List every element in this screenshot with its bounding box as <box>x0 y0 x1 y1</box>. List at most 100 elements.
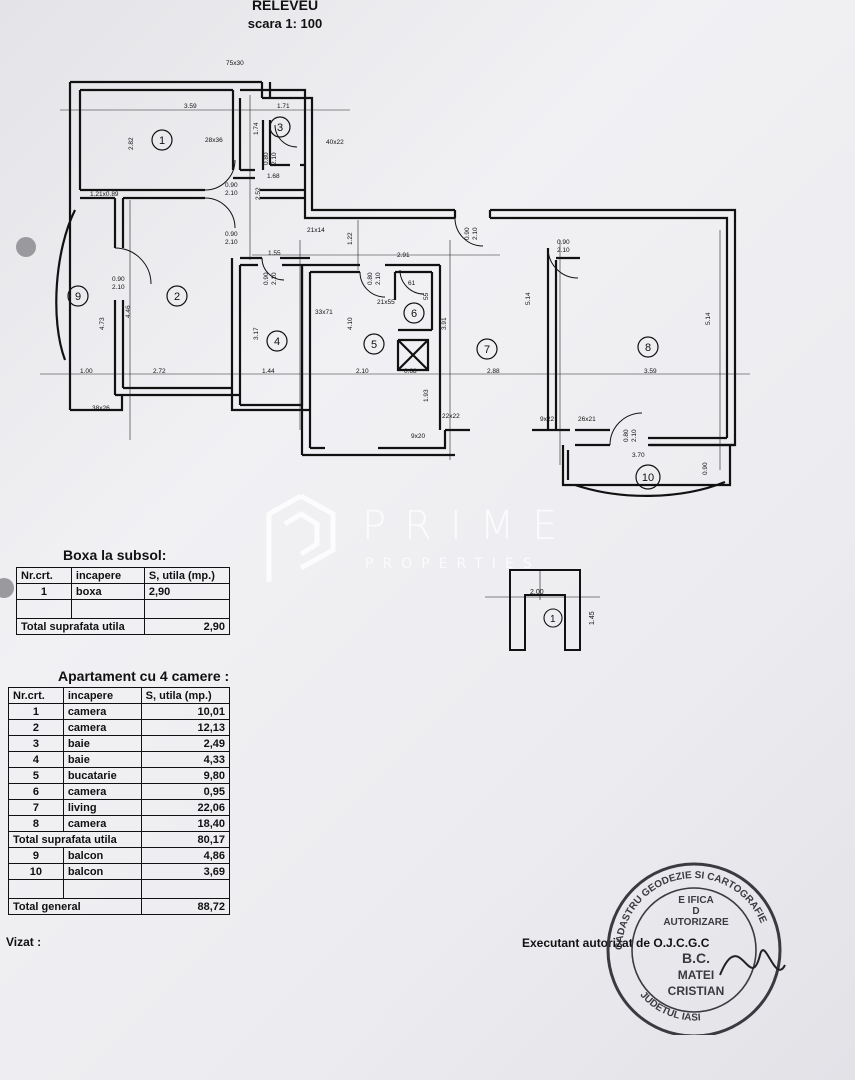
cell-nr: 5 <box>8 767 64 784</box>
room-number: 8 <box>645 342 651 354</box>
total-row: Total general 88,72 <box>8 898 231 915</box>
dim-label: 21x14 <box>307 227 325 234</box>
dim-label: 1.22 <box>347 232 354 245</box>
dim-label: 2.10 <box>375 272 382 285</box>
table-header: incapere <box>62 687 142 704</box>
dim-label: 1.55 <box>268 250 281 257</box>
dim-label: 0.90 <box>702 462 709 475</box>
dim-label: 2.10 <box>271 272 278 285</box>
dim-label: 1.21x0.89 <box>90 191 119 198</box>
cell-nr: 1 <box>16 583 72 600</box>
dim-label: 3.70 <box>632 452 645 459</box>
cell-name: bucatarie <box>62 767 142 784</box>
dim-label: 0.80 <box>623 429 630 442</box>
total-value: 88,72 <box>140 898 231 915</box>
dim-label: 0.90 <box>225 182 238 189</box>
dim-label: 2.10 <box>557 247 570 254</box>
dim-label: 1.44 <box>262 368 275 375</box>
floor-plan: 1 2 3 4 5 6 7 8 9 10 75x30 3.59 1.71 2.8… <box>40 60 750 651</box>
room-number: 1 <box>159 135 165 147</box>
watermark-logo-icon <box>266 493 336 582</box>
dim-label: 2.91 <box>397 252 410 259</box>
dim-label: 3.17 <box>253 327 260 340</box>
table-header: S, utila (mp.) <box>140 687 231 704</box>
basement-box-outline <box>509 569 581 651</box>
vizat-label: Vizat : <box>6 935 42 949</box>
dim-label: 28x36 <box>205 137 223 144</box>
cell-nr: 8 <box>8 815 64 832</box>
document-title: RELEVEU <box>251 0 319 13</box>
table-header: Nr.crt. <box>16 567 72 584</box>
dim-label: 2.72 <box>153 368 166 375</box>
dim-label: 1.74 <box>253 122 260 135</box>
dim-label: 4.46 <box>125 305 132 318</box>
dim-label: 0.90 <box>557 239 570 246</box>
stamp-line: D <box>692 906 699 917</box>
cell-area: 3,69 <box>140 863 231 880</box>
stamp-line: MATEI <box>678 968 714 982</box>
dim-label: 9x22 <box>540 416 554 423</box>
cell-area: 10,01 <box>140 703 231 720</box>
room-number: 9 <box>75 291 81 303</box>
cell-name: living <box>62 799 142 816</box>
dim-label: 3.59 <box>184 103 197 110</box>
dim-label: 38x26 <box>92 405 110 412</box>
dim-label: 0.80 <box>263 152 270 165</box>
cell-area: 18,40 <box>140 815 231 832</box>
dim-label: 2.88 <box>487 368 500 375</box>
table-row <box>16 599 231 619</box>
dim-label: 1.00 <box>80 368 93 375</box>
dim-label: 22x22 <box>442 413 460 420</box>
basement-heading: Boxa la subsol: <box>63 547 167 563</box>
dim-label: 5.14 <box>525 292 532 305</box>
subtotal-value: 80,17 <box>140 831 231 848</box>
signature-scribble <box>719 949 786 976</box>
dim-label: 2.10 <box>271 152 278 165</box>
table-header: S, utila (mp.) <box>143 567 231 584</box>
total-label: Total general <box>8 898 142 915</box>
basement-room-number: 1 <box>550 614 556 625</box>
cell-name: baie <box>62 735 142 752</box>
dim-label: 0.90 <box>464 227 471 240</box>
dim-label: 2.10 <box>112 284 125 291</box>
cell-name: camera <box>62 815 142 832</box>
room-number: 6 <box>411 308 417 320</box>
dim-label: 0.90 <box>263 272 270 285</box>
dim-label: 4.10 <box>347 317 354 330</box>
room-number: 10 <box>642 472 654 484</box>
cell-area: 0,95 <box>140 783 231 800</box>
cell-nr: 3 <box>8 735 64 752</box>
document-scale: scara 1: 100 <box>247 16 323 31</box>
table-header-row: Nr.crt. incapere S, utila (mp.) <box>16 567 231 584</box>
punch-hole-middle <box>0 578 14 598</box>
dim-label: 4.73 <box>99 317 106 330</box>
cell-area: 9,80 <box>140 767 231 784</box>
dim-label: 21x55 <box>377 299 395 306</box>
stamp-line: AUTORIZARE <box>663 917 729 928</box>
dim-label: 2.10 <box>631 429 638 442</box>
cell-area: 22,06 <box>140 799 231 816</box>
cell-nr: 7 <box>8 799 64 816</box>
dim-label: 2.10 <box>225 239 238 246</box>
cell-area: 2,90 <box>143 583 231 600</box>
cell-nr: 2 <box>8 719 64 736</box>
cell-nr: 4 <box>8 751 64 768</box>
dim-label: 3.59 <box>644 368 657 375</box>
total-value: 2,90 <box>143 618 231 635</box>
subtotal-label: Total suprafata utila <box>8 831 142 848</box>
table-header-row: Nr.crt. incapere S, utila (mp.) <box>8 687 231 704</box>
dim-label: 55 <box>423 292 430 300</box>
dim-label: 0.90 <box>112 276 125 283</box>
dim-label: 2.10 <box>225 190 238 197</box>
dim-label: 0.80 <box>367 272 374 285</box>
cell-name: camera <box>62 703 142 720</box>
